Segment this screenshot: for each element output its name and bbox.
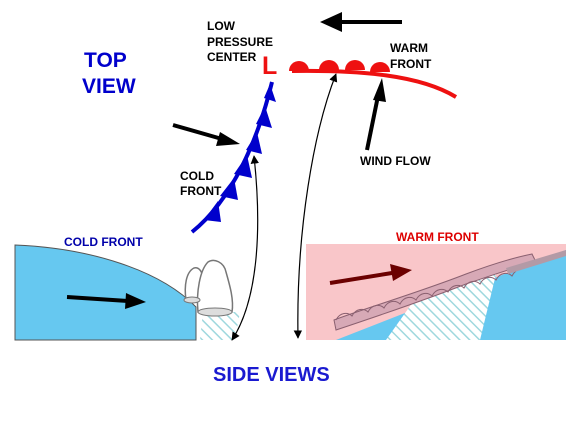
low-pressure-label: CENTER: [207, 50, 257, 64]
warm-air-arrow: [329, 264, 412, 285]
cold-front-side-view: COLD FRONT: [14, 235, 240, 341]
top-view-title: VIEW: [82, 75, 136, 98]
cumulonimbus-cloud: [183, 259, 234, 317]
movement-arrow: [320, 12, 402, 32]
cold-air-arrow: [66, 293, 146, 309]
cold-front-label: COLD: [180, 169, 214, 183]
cold-front-label: FRONT: [180, 184, 222, 198]
wind-flow-label: WIND FLOW: [360, 154, 431, 168]
low-pressure-label: PRESSURE: [207, 35, 273, 49]
side-views-title: SIDE VIEWS: [213, 364, 330, 386]
warm-front-symbol: [289, 60, 458, 99]
wind-flow-arrow: [365, 78, 386, 151]
cold-front-symbol: [190, 81, 276, 234]
low-pressure-symbol: L: [262, 52, 277, 80]
low-pressure-label: LOW: [207, 19, 236, 33]
top-view-title: TOP: [84, 49, 127, 72]
warm-front-label: FRONT: [390, 57, 432, 71]
cold-front-wind-arrow: [172, 123, 240, 146]
warm-front-side-label: WARM FRONT: [396, 230, 479, 244]
stratus-cloud-layer: [333, 250, 566, 331]
top-view: TOP VIEW LOW PRESSURE CENTER L WARM FRON…: [82, 12, 458, 234]
warm-front-label: WARM: [390, 41, 428, 55]
warm-front-side-view: WARM FRONT: [306, 230, 566, 340]
connector-arrows: [231, 73, 338, 341]
cold-front-side-label: COLD FRONT: [64, 235, 143, 249]
